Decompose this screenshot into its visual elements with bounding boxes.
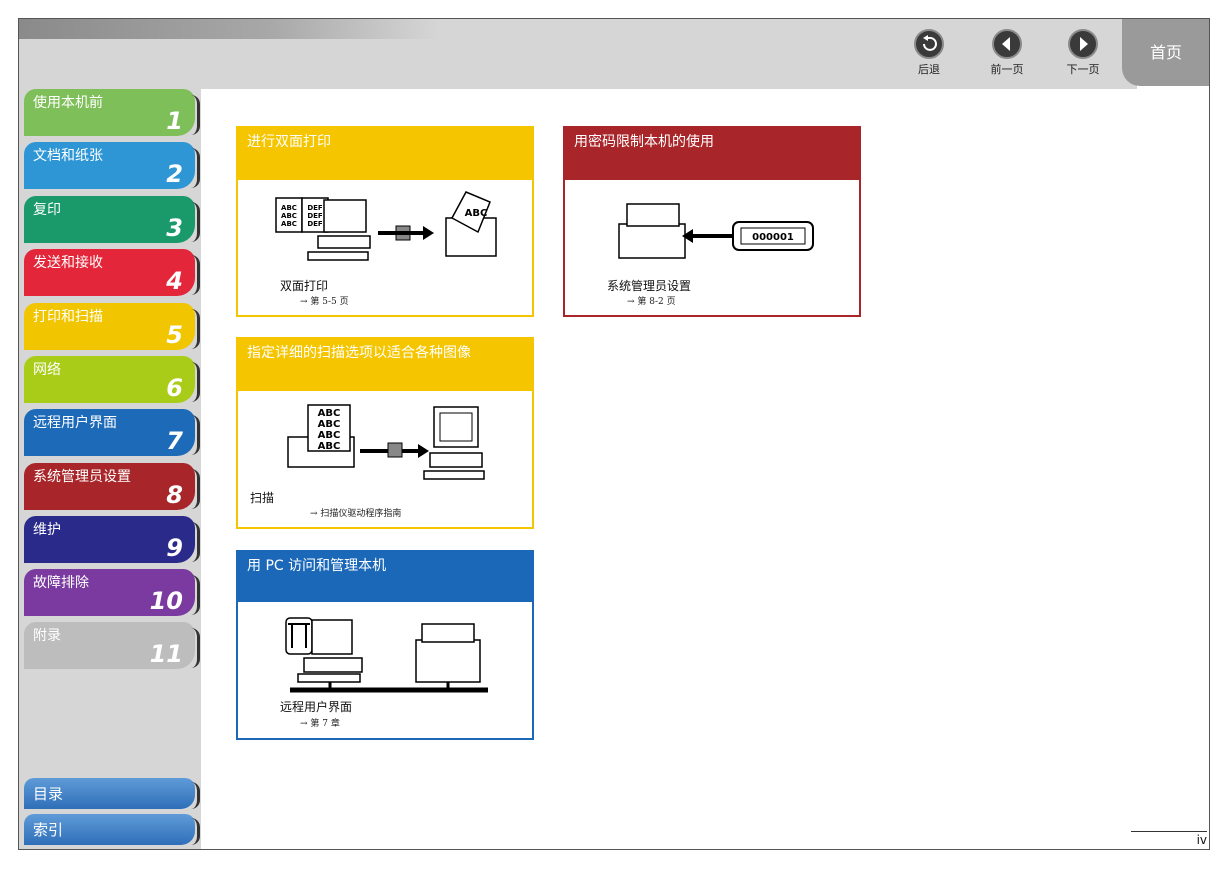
password-ref[interactable]: → 第 8-2 页 — [627, 297, 676, 307]
chapter-title: 打印和扫描 — [33, 309, 103, 325]
chapter-number: 10 — [149, 587, 183, 615]
index-tab[interactable]: 索引 — [24, 814, 200, 845]
prev-page-label: 前一页 — [990, 63, 1024, 76]
chapter-tab-5[interactable]: 打印和扫描 5 — [24, 303, 200, 350]
chapter-title: 维护 — [33, 522, 61, 538]
chapter-number: 6 — [166, 374, 183, 402]
contents-label: 目录 — [33, 785, 64, 803]
scan-illustration: ABC ABC ABC ABC — [287, 404, 485, 480]
svg-text:ABC: ABC — [281, 212, 297, 220]
duplex-print-illustration: ABC ABC ABC DEF DEF DEF ABC — [275, 191, 497, 261]
chapter-title: 故障排除 — [33, 575, 89, 591]
chapter-number: 2 — [166, 160, 183, 188]
back-icon — [914, 29, 944, 59]
svg-text:DEF: DEF — [307, 204, 323, 212]
chapter-number: 3 — [166, 214, 183, 242]
chapter-tab-1[interactable]: 使用本机前 1 — [24, 89, 200, 136]
chapter-title: 系统管理员设置 — [33, 469, 131, 485]
chapter-tab-4[interactable]: 发送和接收 4 — [24, 249, 200, 296]
back-button[interactable]: 后退 — [899, 29, 959, 77]
chapter-title: 使用本机前 — [33, 95, 103, 111]
chapter-number: 11 — [149, 640, 183, 668]
chapter-tab-8[interactable]: 系统管理员设置 8 — [24, 463, 200, 510]
next-page-button[interactable]: 下一页 — [1053, 29, 1113, 77]
remote-ui-card[interactable]: 用 PC 访问和管理本机 远程用户界面 → 第 7 章 — [236, 550, 534, 740]
scan-title: 指定详细的扫描选项以适合各种图像 — [238, 339, 532, 391]
prev-page-button[interactable]: 前一页 — [977, 29, 1037, 77]
remote-ui-caption[interactable]: 远程用户界面 — [280, 700, 353, 714]
chapter-tab-3[interactable]: 复印 3 — [24, 196, 200, 243]
scan-card[interactable]: 指定详细的扫描选项以适合各种图像 ABC ABC ABC ABC 扫描 → 扫描… — [236, 337, 534, 529]
chapter-number: 7 — [166, 427, 183, 455]
password-caption[interactable]: 系统管理员设置 — [607, 279, 692, 293]
back-label: 后退 — [918, 63, 940, 76]
remote-ui-title: 用 PC 访问和管理本机 — [238, 552, 532, 602]
home-label: 首页 — [1149, 43, 1182, 62]
page-frame: 后退 前一页 下一页 首页 使用本机前 1 文档和纸张 2 复印 3 发送和接收 4 打印和扫描… — [18, 18, 1210, 850]
arrow-left-icon — [992, 29, 1022, 59]
arrow-right-icon — [1068, 29, 1098, 59]
svg-text:ABC: ABC — [318, 430, 341, 441]
svg-text:DEF: DEF — [307, 220, 323, 228]
chapter-tab-9[interactable]: 维护 9 — [24, 516, 200, 563]
chapter-tab-6[interactable]: 网络 6 — [24, 356, 200, 403]
index-label: 索引 — [33, 821, 64, 839]
svg-text:ABC: ABC — [318, 441, 341, 452]
svg-text:000001: 000001 — [752, 232, 794, 243]
next-page-label: 下一页 — [1066, 63, 1100, 76]
chapter-title: 网络 — [33, 362, 61, 378]
svg-text:ABC: ABC — [281, 204, 297, 212]
svg-text:ABC: ABC — [318, 419, 341, 430]
chapter-number: 1 — [166, 107, 183, 135]
chapter-title: 复印 — [33, 202, 61, 218]
duplex-print-caption[interactable]: 双面打印 — [280, 279, 329, 293]
password-card[interactable]: 用密码限制本机的使用 000001 系统管理员设置 → 第 8-2 页 — [563, 126, 861, 317]
remote-ui-ref[interactable]: → 第 7 章 — [300, 719, 340, 729]
chapter-title: 文档和纸张 — [33, 148, 103, 164]
chapter-tab-10[interactable]: 故障排除 10 — [24, 569, 200, 616]
chapter-number: 4 — [166, 267, 183, 295]
password-title: 用密码限制本机的使用 — [565, 128, 859, 180]
password-illustration: 000001 — [618, 203, 814, 259]
chapter-title: 远程用户界面 — [33, 415, 117, 431]
chapter-number: 9 — [166, 534, 183, 562]
remote-ui-illustration — [285, 617, 488, 693]
svg-text:ABC: ABC — [465, 208, 488, 219]
duplex-print-title: 进行双面打印 — [238, 128, 532, 180]
scan-caption[interactable]: 扫描 — [250, 491, 275, 505]
contents-tab[interactable]: 目录 — [24, 778, 200, 809]
duplex-print-ref[interactable]: → 第 5-5 页 — [300, 297, 349, 307]
svg-text:ABC: ABC — [318, 408, 341, 419]
chapter-tab-7[interactable]: 远程用户界面 7 — [24, 409, 200, 456]
chapter-title: 附录 — [33, 628, 61, 644]
chapter-tab-11[interactable]: 附录 11 — [24, 622, 200, 669]
chapter-number: 8 — [166, 481, 183, 509]
duplex-print-card[interactable]: 进行双面打印 ABC ABC ABC DEF DEF DEF ABC 双面打印 … — [236, 126, 534, 317]
chapter-tab-2[interactable]: 文档和纸张 2 — [24, 142, 200, 189]
chapter-number: 5 — [166, 321, 183, 349]
scan-ref[interactable]: → 扫描仪驱动程序指南 — [310, 509, 402, 519]
chapter-title: 发送和接收 — [33, 255, 103, 271]
svg-text:ABC: ABC — [281, 220, 297, 228]
svg-text:DEF: DEF — [307, 212, 323, 220]
page-number: iv — [1131, 831, 1207, 847]
home-button[interactable]: 首页 — [1122, 19, 1209, 86]
top-bar — [19, 19, 1137, 89]
